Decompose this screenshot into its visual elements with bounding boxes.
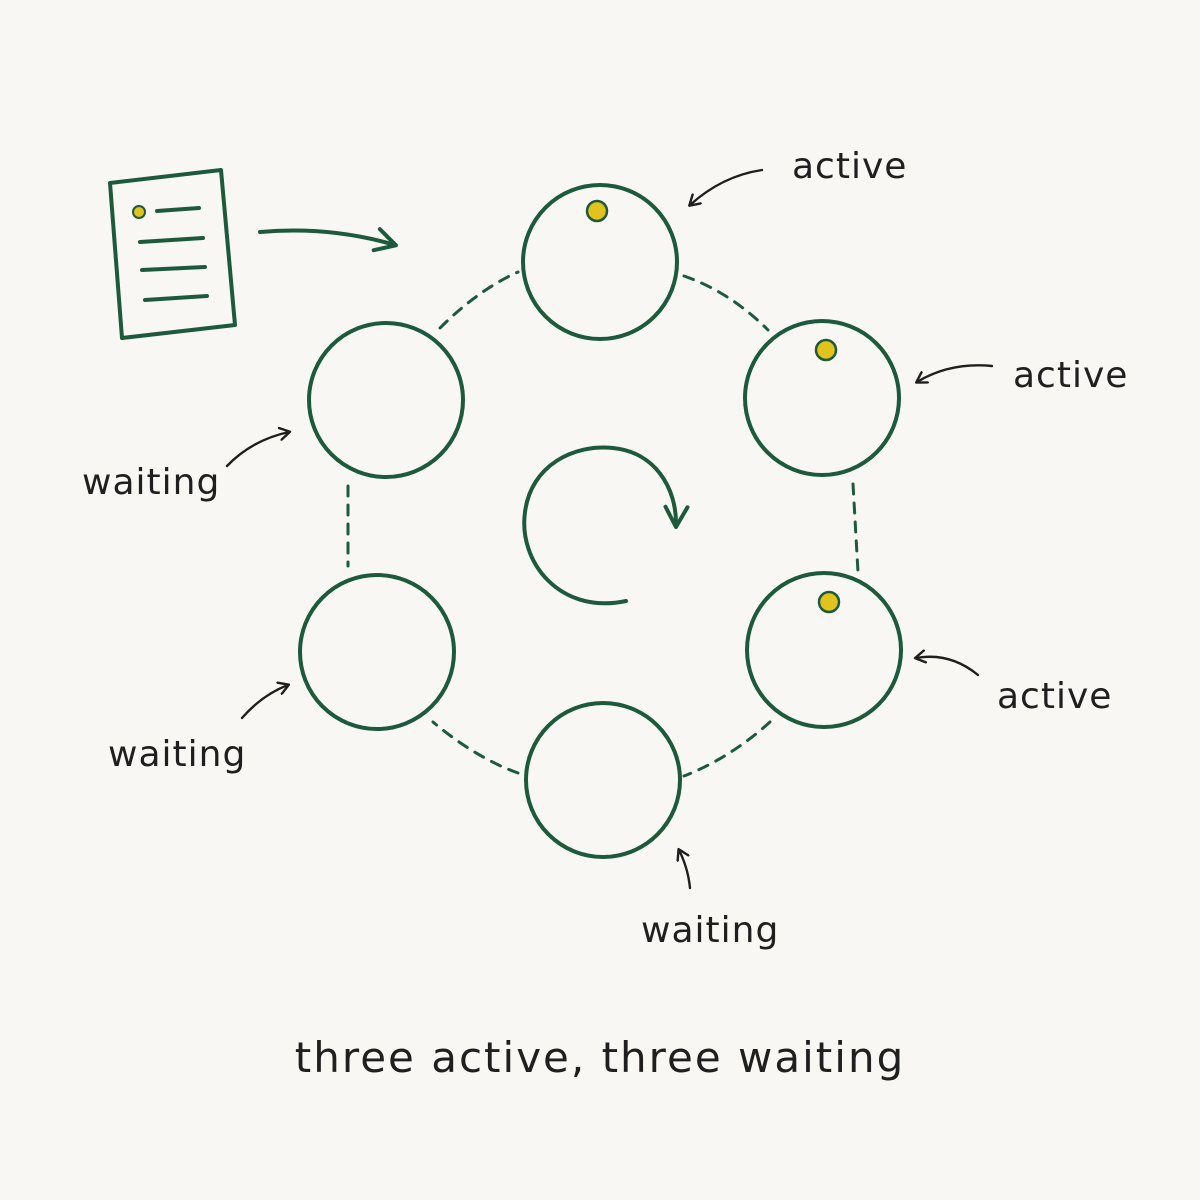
clockwise-rotation-icon <box>522 445 690 606</box>
ring-connectors <box>346 270 860 778</box>
caption: three active, three waiting <box>295 1033 905 1082</box>
node-lower-right <box>745 571 903 729</box>
document-arrow <box>258 227 398 253</box>
pointer-arrow-lower-right <box>916 657 980 677</box>
connector-upper-right-lower-right <box>851 482 860 574</box>
active-dot-top <box>585 199 609 223</box>
connector-bottom-lower-left <box>431 720 520 775</box>
pointer-arrow-top <box>690 168 764 205</box>
connector-upper-left-top <box>438 270 520 330</box>
label-upper-right: active <box>1013 355 1128 396</box>
document-icon <box>108 168 237 340</box>
active-dot-upper-right <box>814 338 838 362</box>
pointer-arrow-lower-left <box>240 685 288 720</box>
connector-top-upper-right <box>682 274 770 332</box>
label-top: active <box>792 146 907 187</box>
node-bottom <box>524 701 682 859</box>
document-line <box>138 236 205 244</box>
node-lower-left <box>298 573 456 731</box>
label-lower-right: active <box>997 676 1112 717</box>
document-page <box>108 168 237 340</box>
node-top <box>521 183 679 341</box>
label-lower-left: waiting <box>108 734 246 775</box>
label-upper-left: waiting <box>82 462 220 503</box>
document-line <box>140 265 207 272</box>
pointer-arrow-upper-right <box>917 364 994 382</box>
document-dot <box>132 205 146 219</box>
node-upper-right <box>743 319 901 477</box>
document-line <box>143 294 209 302</box>
node-upper-left <box>307 321 465 479</box>
connector-lower-right-bottom <box>682 720 772 778</box>
label-bottom: waiting <box>641 910 779 951</box>
pointer-arrow-bottom <box>679 850 692 890</box>
active-dot-lower-right <box>817 590 841 614</box>
pointer-arrow-upper-left <box>225 432 289 468</box>
document-line <box>155 206 201 213</box>
